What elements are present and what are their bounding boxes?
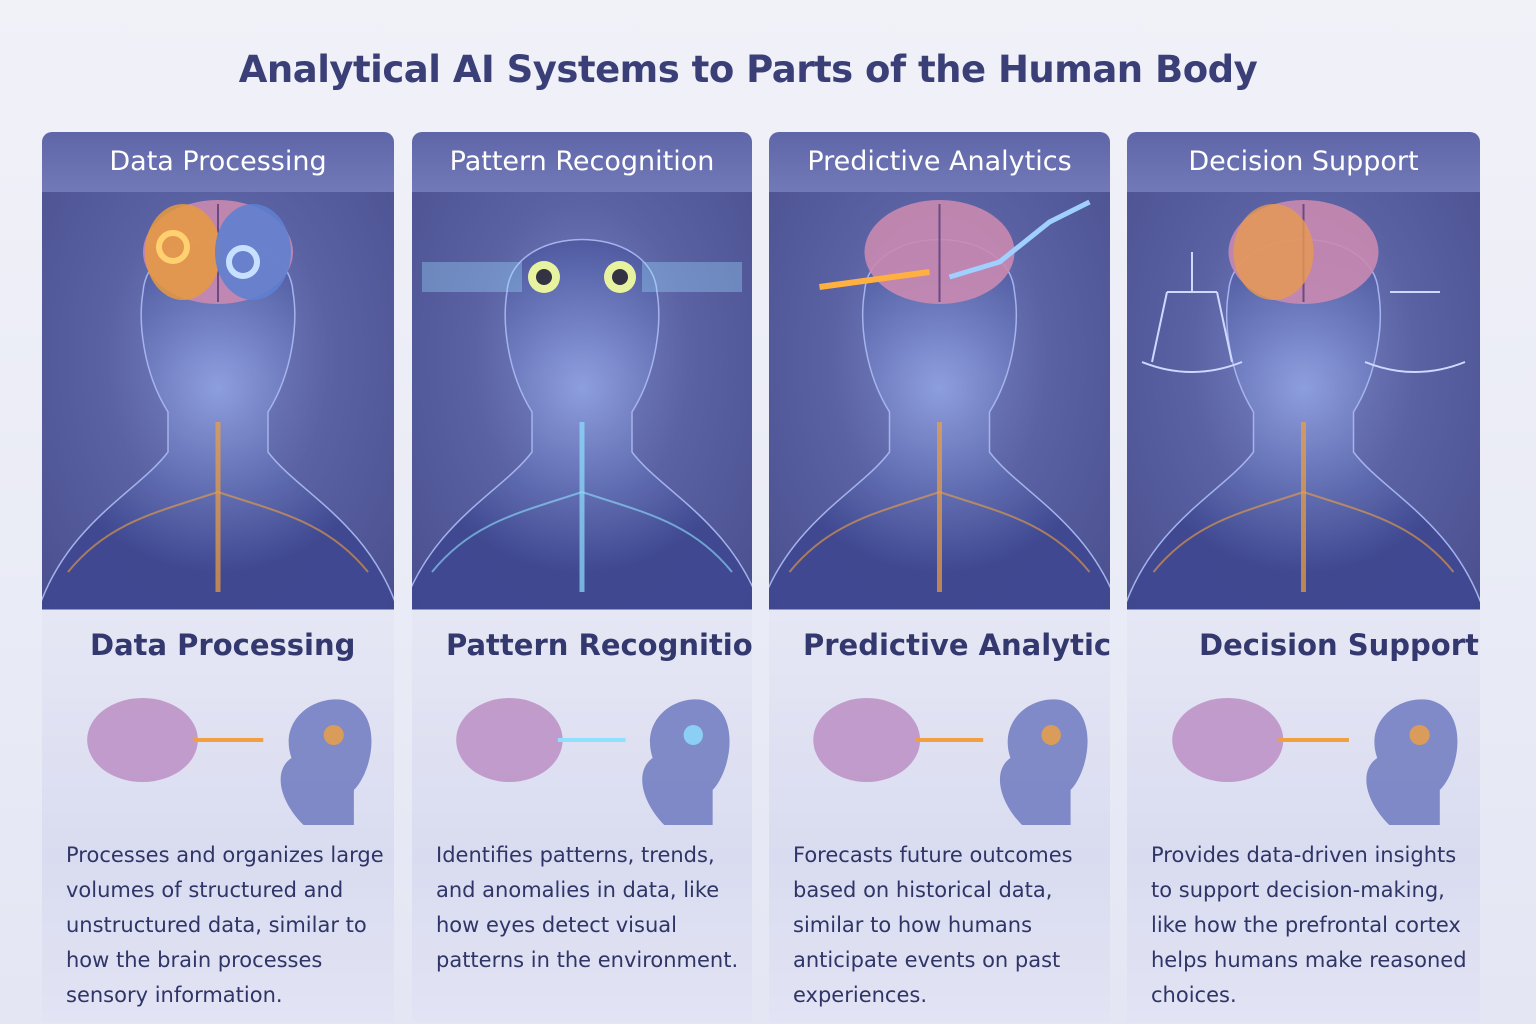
card-body: Pattern Recognition Identifies patterns,…: [412, 610, 752, 1022]
head-illustration: [1127, 192, 1480, 610]
card-description: Forecasts future outcomes based on histo…: [793, 843, 1073, 1007]
card-subtitle: Decision Support: [1199, 628, 1479, 662]
brain-arrow-icon: [769, 199, 1110, 610]
card-subtitle: Predictive Analytics: [803, 628, 1110, 662]
card-header: Data Processing: [42, 132, 394, 192]
card-body: Decision Support Provides data-driven in…: [1127, 610, 1480, 1022]
brain-to-head-icon: [432, 680, 732, 830]
brain-to-head-icon: [1147, 680, 1460, 830]
eyes-icon: [412, 238, 752, 610]
scales-icon: [1127, 200, 1480, 610]
page-title: Analytical AI Systems to Parts of the Hu…: [238, 48, 1258, 91]
card-body: Data Processing Processes and organizes …: [42, 610, 394, 1022]
card-header: Decision Support: [1127, 132, 1480, 192]
card-description: Identifies patterns, trends, and anomali…: [436, 843, 739, 972]
head-illustration: [412, 192, 752, 610]
card-header: Predictive Analytics: [769, 132, 1110, 192]
head-illustration: [42, 192, 394, 610]
card-data-processing: Data Processing Data Processing Processe…: [42, 132, 394, 1022]
card-subtitle: Pattern Recognition: [446, 628, 752, 662]
brain-gears-icon: [42, 200, 394, 610]
card-description: Processes and organizes large volumes of…: [66, 843, 384, 1007]
card-pattern-recognition: Pattern Recognition Pattern Recognition …: [412, 132, 752, 1022]
card-decision-support: Decision Support Decision Support Provid…: [1127, 132, 1480, 1022]
card-predictive-analytics: Predictive Analytics Predictive Analytic…: [769, 132, 1110, 1022]
card-body: Predictive Analytics Forecasts future ou…: [769, 610, 1110, 1022]
card-header: Pattern Recognition: [412, 132, 752, 192]
brain-to-head-icon: [62, 680, 374, 830]
brain-to-head-icon: [789, 680, 1090, 830]
card-description: Provides data-driven insights to support…: [1151, 843, 1467, 1007]
head-illustration: [769, 192, 1110, 610]
card-subtitle: Data Processing: [90, 628, 356, 662]
